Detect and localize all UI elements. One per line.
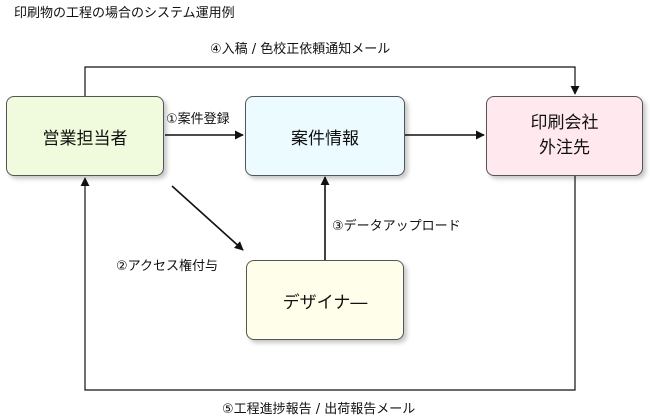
node-case-info-label: 案件情報 — [291, 128, 359, 149]
node-case-info: 案件情報 — [245, 96, 405, 176]
edge-access-grant — [171, 185, 244, 251]
node-sales-rep-label: 営業担当者 — [42, 128, 128, 149]
edge-label-submission-mail: ④入稿 / 色校正依頼通知メール — [210, 42, 391, 57]
node-printing-company: 印刷会社 外注先 — [486, 96, 643, 176]
edge-submission-mail — [84, 66, 580, 96]
node-designer: デザイナ― — [246, 260, 404, 340]
edge-label-case-registration: ①案件登録 — [166, 112, 230, 127]
edge-progress-mail — [80, 176, 576, 391]
page-title: 印刷物の工程の場合のシステム運用例 — [14, 6, 235, 21]
node-sales-rep: 営業担当者 — [6, 96, 164, 176]
node-printing-company-label-line1: 印刷会社 — [530, 112, 599, 133]
edge-label-data-upload: ③データアップロード — [332, 219, 461, 234]
node-printing-company-label-line2: 外注先 — [539, 138, 590, 158]
node-designer-label: デザイナ― — [282, 292, 368, 313]
edge-label-progress-mail: ⑤工程進捗報告 / 出荷報告メール — [222, 402, 416, 417]
edge-label-access-grant: ②アクセス権付与 — [116, 259, 219, 274]
